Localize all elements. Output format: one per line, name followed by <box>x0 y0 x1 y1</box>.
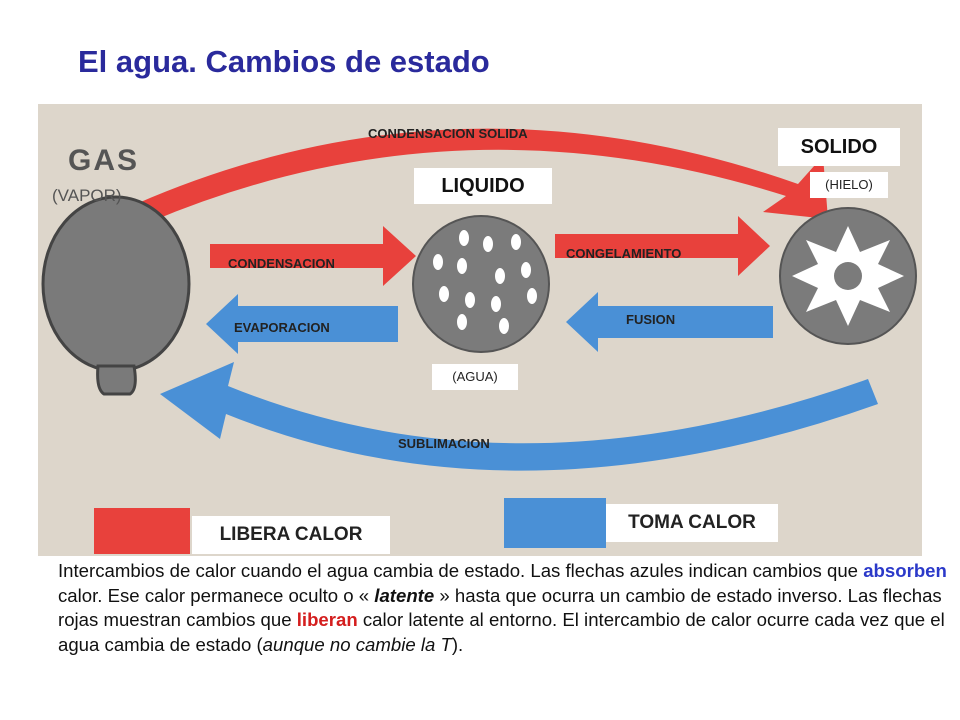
arrow-condensacion-solida <box>136 128 828 222</box>
arrow-evaporacion <box>206 294 398 354</box>
legend-blue-swatch <box>504 498 606 548</box>
label-congelamiento: CONGELAMIENTO <box>566 246 682 261</box>
label-sublimacion: SUBLIMACION <box>398 436 490 451</box>
caption-part: calor. Ese calor permanece oculto o « <box>58 584 375 606</box>
label-condensacion-solida: CONDENSACION SOLIDA <box>368 126 528 141</box>
solid-label: SOLIDO <box>778 128 900 166</box>
caption-part: calor latente al entorno. El intercambio… <box>58 609 945 655</box>
liquid-sub-label: (AGUA) <box>432 364 518 390</box>
solid-sub-label: (HIELO) <box>810 172 888 198</box>
caption-part: » hasta que ocurra un cambio de estado i… <box>58 584 942 631</box>
label-fusion: FUSION <box>626 312 676 327</box>
arrow-fusion <box>566 292 773 352</box>
gas-label: GAS <box>68 144 140 177</box>
solid-circle <box>779 207 917 345</box>
diagram-panel: GAS (VAPOR) LIQUIDO (AGUA) SOLIDO (HIELO… <box>38 104 922 556</box>
caption-liberan: liberan <box>296 609 358 630</box>
diagram-graphics <box>41 128 917 554</box>
liquid-label: LIQUIDO <box>414 168 552 204</box>
arrow-sublimacion <box>160 362 878 471</box>
caption-absorben: absorben <box>863 560 947 581</box>
gas-sub-label: (VAPOR) <box>52 186 122 205</box>
legend-red-swatch <box>94 508 190 554</box>
page-title: El agua. Cambios de estado <box>78 44 490 79</box>
caption-latente: latente <box>374 584 435 606</box>
caption-part: Intercambios de calor cuando el agua cam… <box>58 560 864 581</box>
caption-italic: aunque no cambie la T <box>262 633 452 655</box>
legend-red-label: LIBERA CALOR <box>192 516 390 554</box>
arrow-condensacion <box>210 226 416 286</box>
arrow-congelamiento <box>555 216 770 276</box>
caption-part: ). <box>451 633 464 655</box>
caption-text: Intercambios de calor cuando el agua cam… <box>58 559 948 657</box>
legend-blue-label: TOMA CALOR <box>606 504 778 542</box>
gas-balloon <box>41 195 191 396</box>
liquid-circle <box>412 215 550 353</box>
label-evaporacion: EVAPORACION <box>234 320 330 335</box>
label-condensacion: CONDENSACION <box>228 256 335 271</box>
